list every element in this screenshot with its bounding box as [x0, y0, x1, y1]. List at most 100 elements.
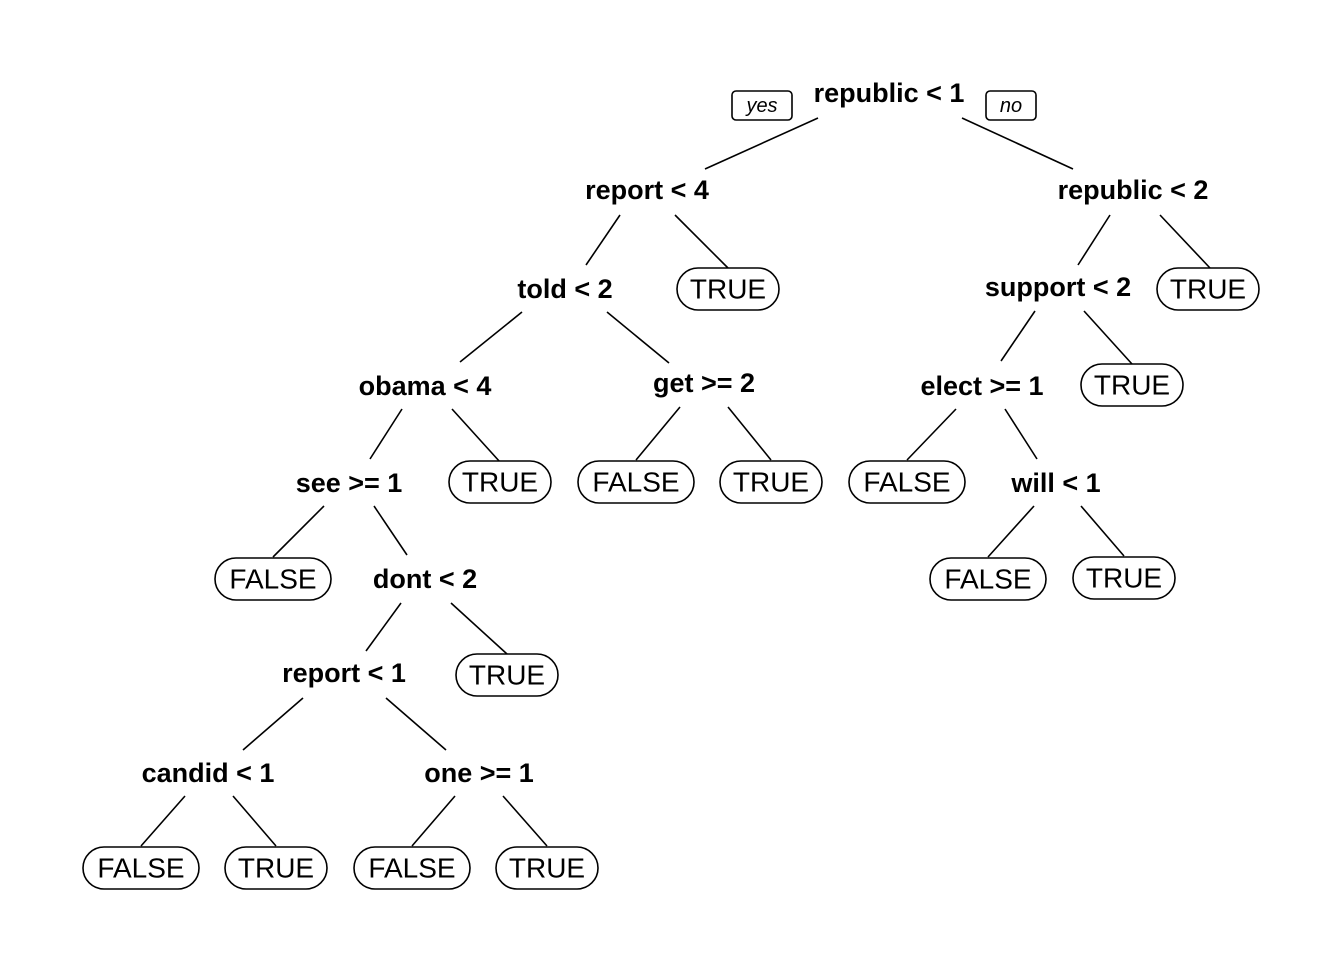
leaf-label: FALSE [229, 564, 316, 595]
tree-edge [242, 697, 304, 751]
leaf-node: TRUE [1156, 267, 1260, 311]
leaf-box [1072, 556, 1176, 600]
leaf-box [353, 846, 471, 890]
tree-edge [674, 214, 729, 269]
leaf-box [455, 653, 559, 697]
split-label: obama < 4 [359, 371, 492, 401]
root-branch-labels: yes no [731, 90, 1037, 121]
split-node: one >= 1 [424, 758, 534, 788]
leaf-box [719, 460, 823, 504]
tree-edge [369, 408, 403, 460]
leaf-label: TRUE [733, 467, 809, 498]
leaf-label: TRUE [238, 853, 314, 884]
leaf-label: TRUE [469, 660, 545, 691]
split-node: elect >= 1 [920, 371, 1043, 401]
leaf-box [577, 460, 695, 504]
leaf-node: FALSE [353, 846, 471, 890]
leaf-node: FALSE [82, 846, 200, 890]
tree-edge [232, 795, 277, 847]
split-node: report < 1 [282, 658, 406, 688]
split-node: obama < 4 [359, 371, 492, 401]
tree-edge [1004, 408, 1038, 460]
tree-edge [987, 505, 1035, 558]
split-label: support < 2 [985, 272, 1131, 302]
tree-edge [450, 602, 508, 655]
leaf-box [82, 846, 200, 890]
leaf-node: FALSE [848, 460, 966, 504]
split-node: support < 2 [985, 272, 1131, 302]
leaf-box [1080, 363, 1184, 407]
leaf-label: TRUE [690, 274, 766, 305]
split-node: will < 1 [1010, 468, 1100, 498]
tree-edge [1000, 310, 1036, 362]
leaf-box [929, 557, 1047, 601]
tree-edge [272, 505, 325, 558]
split-label: see >= 1 [296, 468, 403, 498]
leaf-box [848, 460, 966, 504]
tree-edge [585, 214, 621, 266]
tree-edge [906, 408, 957, 461]
tree-edge [1159, 214, 1211, 269]
leaf-label: FALSE [592, 467, 679, 498]
tree-edge [961, 117, 1074, 170]
tree-edge [502, 795, 548, 847]
tree-edge [606, 311, 670, 364]
leaf-node: TRUE [1072, 556, 1176, 600]
split-label: republic < 1 [814, 78, 965, 108]
tree-edge [1083, 310, 1133, 365]
leaf-box [495, 846, 599, 890]
split-label: report < 4 [585, 175, 709, 205]
tree-edge [1080, 505, 1125, 557]
split-label: report < 1 [282, 658, 406, 688]
split-label: told < 2 [517, 274, 612, 304]
tree-edge [140, 795, 186, 847]
leaf-node: TRUE [676, 267, 780, 311]
tree-edge [635, 406, 681, 461]
split-node: dont < 2 [373, 564, 477, 594]
leaf-node: TRUE [719, 460, 823, 504]
leaf-node: FALSE [214, 557, 332, 601]
split-node: told < 2 [517, 274, 612, 304]
split-label: get >= 2 [653, 368, 755, 398]
leaf-node: TRUE [224, 846, 328, 890]
tree-edge [365, 602, 402, 652]
leaf-box [214, 557, 332, 601]
leaf-box [224, 846, 328, 890]
tree-edge [704, 117, 819, 170]
leaf-label: FALSE [368, 853, 455, 884]
leaf-box [676, 267, 780, 311]
tree-edge [411, 795, 456, 847]
leaf-label: TRUE [462, 467, 538, 498]
yes-branch-label: yes [744, 95, 777, 117]
leaf-label: FALSE [863, 467, 950, 498]
split-node: get >= 2 [653, 368, 755, 398]
tree-edge [1077, 214, 1111, 266]
leaf-label: TRUE [1170, 274, 1246, 305]
leaf-box [1156, 267, 1260, 311]
leaf-box [448, 460, 552, 504]
leaf-node: TRUE [455, 653, 559, 697]
no-branch-box [985, 90, 1037, 121]
split-label: elect >= 1 [920, 371, 1043, 401]
tree-edge [451, 408, 501, 463]
tree-edge [727, 406, 772, 461]
leaf-node: FALSE [929, 557, 1047, 601]
split-label: candid < 1 [142, 758, 275, 788]
leaf-label: TRUE [1094, 370, 1170, 401]
tree-edge [373, 505, 408, 556]
split-node: see >= 1 [296, 468, 403, 498]
leaf-label: TRUE [1086, 563, 1162, 594]
leaf-label: FALSE [97, 853, 184, 884]
leaf-node: TRUE [495, 846, 599, 890]
leaf-label: FALSE [944, 564, 1031, 595]
split-label: will < 1 [1010, 468, 1100, 498]
tree-edges [140, 117, 1211, 847]
leaf-node: FALSE [577, 460, 695, 504]
split-label: one >= 1 [424, 758, 534, 788]
split-node: report < 4 [585, 175, 709, 205]
split-node: republic < 1 [814, 78, 965, 108]
leaf-node: TRUE [448, 460, 552, 504]
leaf-node: TRUE [1080, 363, 1184, 407]
